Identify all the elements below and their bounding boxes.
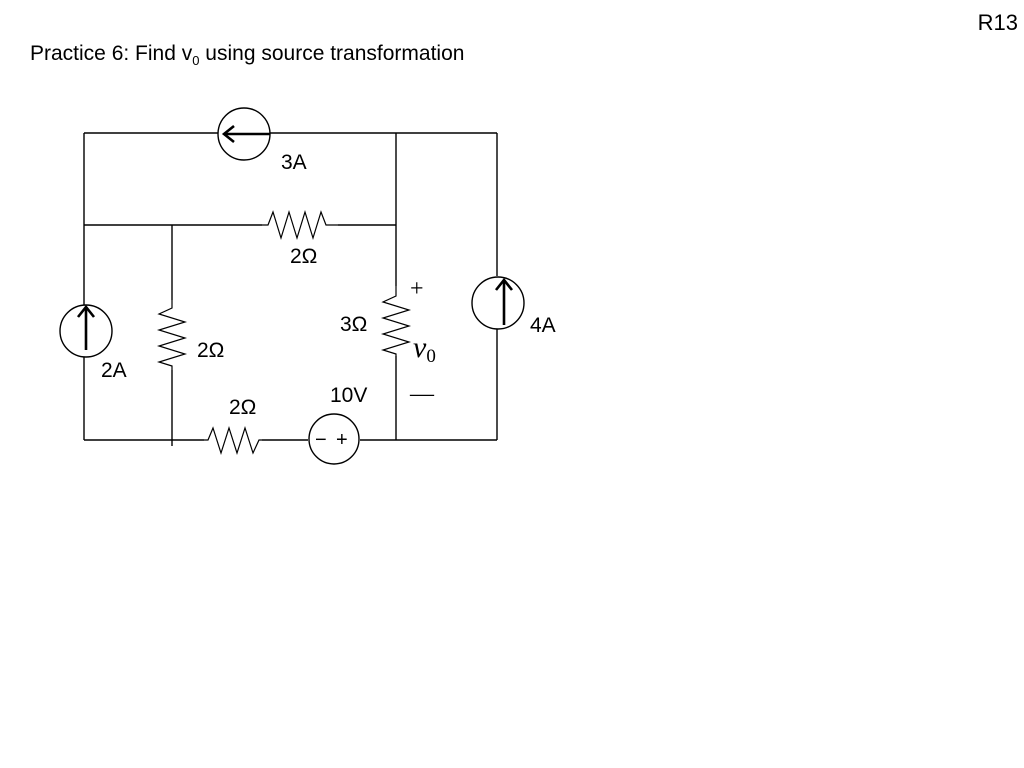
title-subscript: 0 bbox=[192, 53, 200, 69]
resistor-left-label: 2Ω bbox=[197, 339, 224, 362]
resistor-bottom-label: 2Ω bbox=[229, 396, 256, 419]
title-suffix: using source transformation bbox=[199, 42, 465, 65]
current-source-circle bbox=[471, 276, 525, 330]
source-right-label: 4A bbox=[530, 314, 556, 337]
v0-plus-sign: + bbox=[410, 276, 424, 302]
source-left-label: 2A bbox=[101, 359, 127, 382]
resistor-bottom bbox=[204, 426, 262, 455]
voltage-source-circle bbox=[308, 413, 360, 465]
resistor-left bbox=[156, 300, 188, 370]
resistor-top-label: 2Ω bbox=[290, 245, 317, 268]
arrowhead-up-icon bbox=[494, 277, 514, 291]
resistor-right bbox=[380, 286, 412, 356]
voltage-plus-sign: + bbox=[336, 429, 348, 451]
voltage-source-10v: − + bbox=[308, 413, 360, 465]
arrowhead-up-icon bbox=[76, 304, 96, 318]
v0-subscript: 0 bbox=[426, 346, 436, 367]
current-source-4a bbox=[471, 276, 525, 330]
current-source-2a bbox=[59, 304, 113, 358]
current-source-3a bbox=[217, 107, 271, 161]
resistor-right-label: 3Ω bbox=[340, 313, 367, 336]
wires bbox=[83, 132, 498, 446]
voltage-source-label: 10V bbox=[330, 384, 367, 407]
slide-title: Practice 6: Find v0 using source transfo… bbox=[30, 42, 464, 68]
source-top-label: 3A bbox=[281, 151, 307, 174]
v0-letter: v bbox=[413, 331, 427, 364]
title-prefix: Practice 6: Find v bbox=[30, 42, 193, 65]
arrowhead-left-icon bbox=[221, 124, 235, 144]
v0-symbol: v0 bbox=[413, 331, 436, 367]
voltage-minus-sign: − bbox=[315, 429, 327, 451]
slide-number: R13 bbox=[977, 10, 1018, 35]
resistor-top bbox=[262, 209, 338, 241]
v0-minus-sign: — bbox=[409, 381, 435, 407]
